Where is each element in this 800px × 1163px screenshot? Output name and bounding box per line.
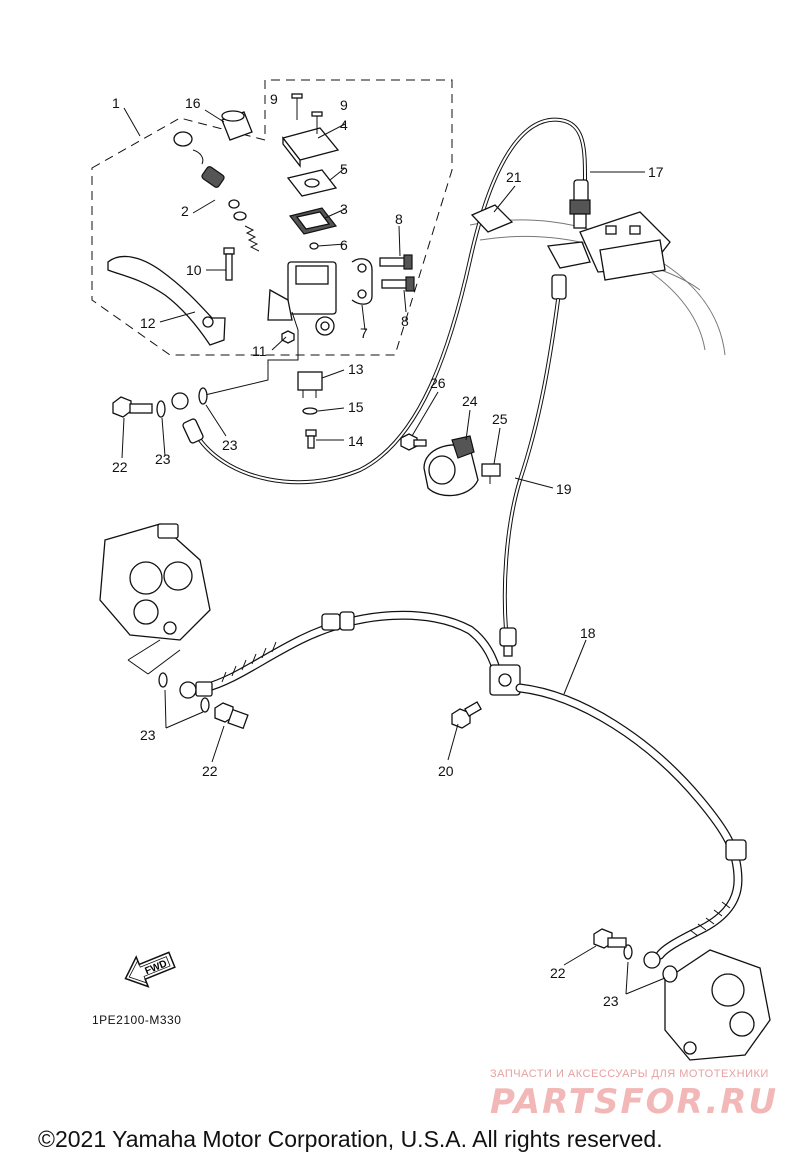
banjo-bolt-left <box>214 702 249 730</box>
washer-left-a <box>158 672 168 688</box>
callout-25: 25 <box>492 411 508 427</box>
callout-2: 2 <box>181 203 189 219</box>
right-hose-banjo <box>643 951 678 983</box>
callout-8-lower: 8 <box>401 313 409 329</box>
cap-screw-right <box>311 111 323 134</box>
left-caliper <box>99 523 211 641</box>
o-ring <box>309 242 319 250</box>
callout-23-upper-b: 23 <box>222 437 238 453</box>
callout-15: 15 <box>348 399 364 415</box>
hose-bracket <box>470 204 591 269</box>
left-lower-hose <box>200 610 505 693</box>
washer-right-a <box>623 944 633 960</box>
upper-hose-fitting <box>171 392 204 444</box>
callout-3: 3 <box>340 201 348 217</box>
callout-26: 26 <box>430 375 446 391</box>
switch-screw <box>305 429 317 449</box>
banjo-bolt-upper <box>112 396 153 418</box>
callout-16: 16 <box>185 95 201 111</box>
callout-4: 4 <box>340 117 348 133</box>
joint-bolt <box>451 701 482 729</box>
reservoir-cap <box>281 127 340 168</box>
hose-t-joint <box>489 664 521 696</box>
callout-23-upper-a: 23 <box>155 451 171 467</box>
hose-joint-fitting <box>569 179 591 229</box>
forward-arrow-icon: FWD <box>124 951 176 988</box>
callout-7: 7 <box>360 325 368 341</box>
callout-8-upper: 8 <box>395 211 403 227</box>
diagram-code: 1PE2100-M330 <box>92 1013 182 1027</box>
callout-17: 17 <box>648 164 664 180</box>
watermark-logo: PARTSFOR.RU <box>490 1082 779 1122</box>
switch-mount-screw <box>400 433 427 451</box>
handlebar-mount <box>579 211 671 281</box>
callout-23-right: 23 <box>603 993 619 1009</box>
clamp-bolt-lower <box>381 276 415 292</box>
washer-upper-a <box>156 400 166 418</box>
assembly-boundary-dashed <box>91 79 453 356</box>
lever-boot <box>221 110 253 141</box>
pivot-nut <box>281 330 295 344</box>
right-lower-hose <box>515 683 747 960</box>
handlebar-switch <box>423 435 479 497</box>
callout-20: 20 <box>438 763 454 779</box>
callout-13: 13 <box>348 361 364 377</box>
clamp-bolt-upper <box>379 254 413 270</box>
brake-pipe <box>499 274 567 657</box>
banjo-bolt-right <box>593 928 627 949</box>
callout-23-left: 23 <box>140 727 156 743</box>
copyright-notice: ©2021 Yamaha Motor Corporation, U.S.A. A… <box>38 1126 663 1152</box>
switch-washer <box>302 407 318 415</box>
callout-22-right: 22 <box>550 965 566 981</box>
upper-brake-hose <box>198 117 587 485</box>
lever-pivot-bolt <box>223 247 235 281</box>
callout-19: 19 <box>556 481 572 497</box>
right-caliper <box>664 949 771 1061</box>
callout-6: 6 <box>340 237 348 253</box>
leader-lines <box>121 107 666 995</box>
reservoir-diaphragm <box>288 207 338 235</box>
left-hose-banjo <box>179 681 213 699</box>
callout-12: 12 <box>140 315 156 331</box>
washer-left-b <box>200 697 210 713</box>
callout-22-upper: 22 <box>112 459 128 475</box>
callout-18: 18 <box>580 625 596 641</box>
switch-connector <box>481 463 501 484</box>
brake-light-switch <box>297 371 323 398</box>
callout-22-left: 22 <box>202 763 218 779</box>
cap-screw-left <box>291 93 303 120</box>
callout-9-right: 9 <box>340 97 348 113</box>
washer-upper-b <box>198 387 208 405</box>
callout-9-left: 9 <box>270 91 278 107</box>
callout-11: 11 <box>252 343 267 359</box>
piston-kit <box>173 131 260 252</box>
callout-21: 21 <box>506 169 522 185</box>
watermark-tagline: ЗАПЧАСТИ И АКСЕССУАРЫ ДЛЯ МОТОТЕХНИКИ <box>490 1068 769 1080</box>
reservoir-plate <box>286 169 338 197</box>
callout-5: 5 <box>340 161 348 177</box>
callout-14: 14 <box>348 433 364 449</box>
brake-lever <box>107 255 226 346</box>
callout-10: 10 <box>186 262 202 278</box>
master-cylinder-body <box>267 261 337 336</box>
callout-labels: 1 2 3 4 5 6 7 8 8 9 9 10 11 12 13 14 15 … <box>112 91 664 1009</box>
handlebar-clamp <box>351 258 373 305</box>
switch-leader <box>204 311 299 396</box>
callout-24: 24 <box>462 393 478 409</box>
callout-1: 1 <box>112 95 120 111</box>
